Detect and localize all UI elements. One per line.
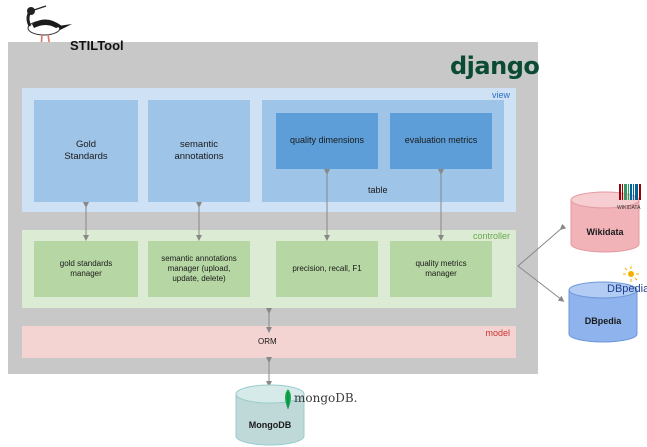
wikidata-barcode-icon — [619, 184, 641, 200]
gold-standards-label: Gold Standards — [64, 139, 108, 162]
dbpedia-label: DBpedia — [584, 316, 622, 326]
dbpedia-logo-text: DBpedia — [607, 283, 647, 295]
quality-metrics-manager-label: quality metrics manager — [415, 259, 467, 278]
semantic-annotations-manager-label: semantic annotations manager (upload, up… — [161, 254, 237, 283]
dbpedia-logo-icon — [623, 266, 639, 282]
evaluation-metrics-label: evaluation metrics — [404, 135, 478, 146]
quality-dimensions-label: quality dimensions — [289, 135, 365, 146]
app-title: STILTool — [70, 38, 124, 53]
table-label: table — [368, 185, 388, 195]
gold-standards-box: Gold Standards — [34, 100, 138, 202]
wikidata-label: Wikidata — [586, 227, 624, 237]
wikidata-logo-text: WIKIDATA — [617, 205, 641, 211]
precision-recall-label: precision, recall, F1 — [292, 264, 362, 273]
quality-dimensions-box: quality dimensions — [276, 113, 378, 169]
dbpedia-cylinder — [568, 281, 638, 343]
model-layer-label: model — [485, 328, 510, 338]
quality-metrics-manager-box: quality metrics manager — [390, 241, 492, 297]
mongodb-cylinder — [235, 384, 305, 446]
controller-layer-label: controller — [472, 231, 510, 241]
connector-wikidata — [517, 223, 567, 302]
gold-standards-manager-box: gold standards manager — [34, 241, 138, 297]
semantic-annotations-label: semantic annotations — [174, 139, 224, 162]
semantic-annotations-manager-box: semantic annotations manager (upload, up… — [148, 241, 250, 297]
django-logo: django — [450, 52, 540, 80]
mongodb-logo-text: mongoDB. — [294, 391, 358, 405]
mongodb-label: MongoDB — [248, 420, 292, 430]
evaluation-metrics-box: evaluation metrics — [390, 113, 492, 169]
semantic-annotations-box: semantic annotations — [148, 100, 250, 202]
gold-standards-manager-label: gold standards manager — [59, 259, 113, 278]
orm-label: ORM — [258, 337, 277, 346]
precision-recall-box: precision, recall, F1 — [276, 241, 378, 297]
view-layer-label: view — [491, 90, 510, 100]
mongodb-leaf-icon — [285, 389, 291, 409]
